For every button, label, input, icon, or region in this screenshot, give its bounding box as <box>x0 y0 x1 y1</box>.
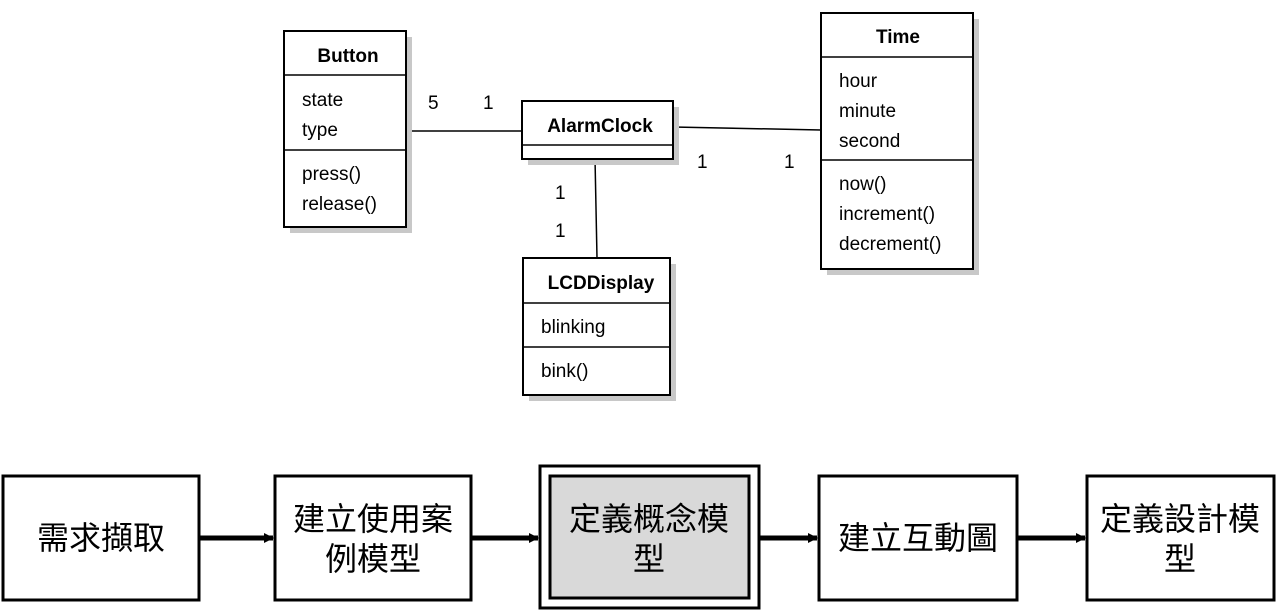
process-step-5 <box>1085 474 1276 602</box>
class-time-attr-minute: minute <box>839 101 896 122</box>
class-time-name: Time <box>876 27 920 48</box>
class-lcddisplay-name: LCDDisplay <box>548 273 655 294</box>
class-time-op-now: now() <box>839 174 887 195</box>
class-time-op-increment: increment() <box>839 204 935 225</box>
mult-time-end: 1 <box>784 152 795 173</box>
class-button-attr-state: state <box>302 90 343 111</box>
process-step-3-label-line2: 型 <box>633 540 665 578</box>
mult-lcd-end: 1 <box>555 221 566 242</box>
process-step-2 <box>273 474 473 602</box>
class-time-attr-hour: hour <box>839 71 878 92</box>
process-step-1-label: 需求擷取 <box>37 519 165 557</box>
mult-alarm-time-end: 1 <box>697 152 708 173</box>
mult-alarm-lcd-end: 1 <box>555 183 566 204</box>
class-button-name: Button <box>317 46 378 67</box>
class-lcddisplay-op-bink: bink() <box>541 361 589 382</box>
class-button: Button state type press() release() <box>283 30 412 233</box>
class-time-op-decrement: decrement() <box>839 234 941 255</box>
class-button-attr-type: type <box>302 120 338 141</box>
process-step-4 <box>817 474 1019 602</box>
mult-alarm-button-end: 1 <box>483 93 494 114</box>
process-step-5-label-line2: 型 <box>1164 540 1196 578</box>
class-lcddisplay-attr-blinking: blinking <box>541 317 605 338</box>
process-step-2-label-line2: 例模型 <box>325 540 421 578</box>
class-alarmclock: AlarmClock <box>521 100 679 165</box>
mult-button-end: 5 <box>428 93 439 114</box>
process-step-2-label-line1: 建立使用案 <box>293 500 453 538</box>
process-step-3-label-line1: 定義概念模 <box>569 500 729 538</box>
assoc-alarmclock-time <box>672 126 822 131</box>
class-time-attr-second: second <box>839 131 900 152</box>
class-button-op-press: press() <box>302 164 361 185</box>
process-step-3 <box>538 464 761 610</box>
process-step-4-label: 建立互動圖 <box>838 519 998 557</box>
assoc-alarmclock-lcddisplay <box>594 157 598 259</box>
class-lcddisplay: LCDDisplay blinking bink() <box>522 257 676 401</box>
process-step-5-label-line1: 定義設計模 <box>1100 500 1260 538</box>
class-time: Time hour minute second now() increment(… <box>820 12 979 275</box>
class-button-op-release: release() <box>302 194 377 215</box>
class-alarmclock-name: AlarmClock <box>547 116 653 137</box>
